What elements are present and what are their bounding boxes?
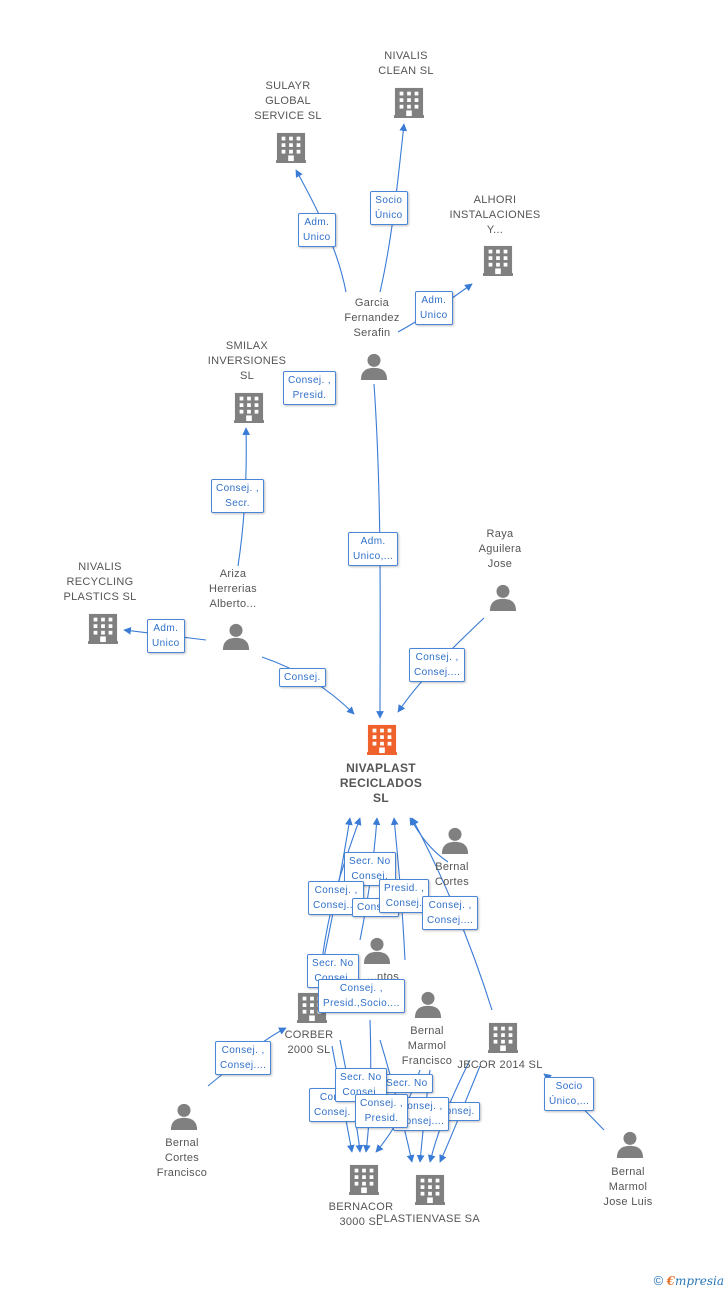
footer-brand: © €mpresia bbox=[654, 1273, 724, 1288]
edge-label-lower-1[interactable]: Cons Consej. bbox=[309, 1088, 356, 1122]
node-nivalis-clean[interactable]: NIVALIS CLEAN SL bbox=[346, 49, 466, 79]
node-label: Garcia Fernandez Serafin bbox=[344, 297, 400, 339]
copyright-symbol: © bbox=[653, 1273, 664, 1288]
node-label: ALHORI INSTALACIONES Y... bbox=[449, 194, 541, 236]
building-icon-recycling bbox=[88, 613, 118, 644]
node-label: Bernal Marmol Francisco bbox=[401, 1025, 453, 1067]
building-icon-nivalis-clean bbox=[394, 87, 424, 118]
edge-label-lower-2[interactable]: Secr. No bbox=[381, 1074, 433, 1093]
person-icon-bernal-marmol-jose-luis bbox=[616, 1131, 644, 1158]
node-alhori[interactable]: ALHORI INSTALACIONES Y... bbox=[435, 193, 555, 238]
edge-label-cluster-4[interactable]: Presid. , Consej. bbox=[379, 879, 430, 913]
edge-label-raya-nivaplast[interactable]: Consej. , Consej.... bbox=[409, 648, 466, 682]
building-icon-alhori bbox=[483, 245, 513, 276]
building-icon-bernacor bbox=[349, 1164, 379, 1195]
node-label: PLASTIENVASE SA bbox=[376, 1213, 480, 1225]
edge-label-garcia-alhori[interactable]: Adm. Unico bbox=[415, 291, 453, 325]
node-label: CORBER 2000 SL bbox=[284, 1029, 334, 1056]
edge-label-ariza-nivaplast[interactable]: Consej. bbox=[279, 668, 326, 687]
node-label: Bernal Marmol Jose Luis bbox=[603, 1166, 653, 1208]
person-icon-garcia bbox=[360, 353, 388, 380]
node-label: SULAYR GLOBAL SERVICE SL bbox=[254, 80, 322, 122]
node-raya[interactable]: Raya Aguilera Jose bbox=[440, 527, 560, 572]
node-smilax[interactable]: SMILAX INVERSIONES SL bbox=[187, 339, 307, 384]
person-icon-bernal-cortes-top bbox=[441, 827, 469, 854]
edge-label-cluster-5[interactable]: Consej. , Consej.... bbox=[422, 896, 479, 930]
node-corber[interactable]: CORBER 2000 SL bbox=[249, 1028, 369, 1058]
node-label: NIVALIS RECYCLING PLASTICS SL bbox=[63, 561, 137, 603]
node-bernal-cortes-francisco[interactable]: Bernal Cortes Francisco bbox=[122, 1136, 242, 1181]
building-icon-jbcor bbox=[488, 1022, 518, 1053]
edge-lower-8 bbox=[439, 1065, 481, 1163]
edge-label-lower-6[interactable]: Consej. , Presid. bbox=[355, 1094, 409, 1128]
building-icon-nivaplast bbox=[367, 724, 397, 755]
node-label: NIVAPLAST RECICLADOS SL bbox=[339, 761, 423, 805]
edge-label-garcia-smilax[interactable]: Consej. , Presid. bbox=[283, 371, 337, 405]
node-garcia[interactable]: Garcia Fernandez Serafin bbox=[312, 296, 432, 341]
brand-name: mpresia bbox=[674, 1274, 724, 1288]
person-icon-bernal-cortes-francisco bbox=[170, 1103, 198, 1130]
node-nivaplast[interactable]: NIVAPLAST RECICLADOS SL bbox=[321, 761, 441, 806]
edge-label-garcia-sulayr[interactable]: Adm. Unico bbox=[298, 213, 336, 247]
node-bernal-cortes-top[interactable]: Bernal Cortes bbox=[392, 860, 512, 890]
node-sulayr[interactable]: SULAYR GLOBAL SERVICE SL bbox=[228, 79, 348, 124]
node-ariza[interactable]: Ariza Herrerias Alberto... bbox=[173, 567, 293, 612]
edge-label-ariza-recycling[interactable]: Adm. Unico bbox=[147, 619, 185, 653]
node-label: SMILAX INVERSIONES SL bbox=[207, 340, 287, 382]
edge-label-garcia-nivalis-clean[interactable]: Socio Único bbox=[370, 191, 408, 225]
node-plastienvase[interactable]: PLASTIENVASE SA bbox=[368, 1212, 488, 1227]
edge-label-cluster-7[interactable]: Consej. , Presid.,Socio.... bbox=[318, 979, 405, 1013]
edge-label-ariza-smilax[interactable]: Consej. , Secr. bbox=[211, 479, 265, 513]
node-nivalis-recycling[interactable]: NIVALIS RECYCLING PLASTICS SL bbox=[40, 560, 160, 605]
node-label: Bernal Cortes Francisco bbox=[156, 1137, 208, 1179]
person-icon-raya bbox=[489, 584, 517, 611]
node-jbcor[interactable]: JBCOR 2014 SL bbox=[440, 1058, 560, 1073]
building-icon-sulayr bbox=[276, 132, 306, 163]
brand-logo-e: € bbox=[666, 1274, 675, 1288]
node-bernacor[interactable]: BERNACOR 3000 SL bbox=[301, 1200, 421, 1230]
node-label: Ariza Herrerias Alberto... bbox=[209, 568, 257, 610]
building-icon-smilax bbox=[234, 392, 264, 423]
node-label: BERNACOR 3000 SL bbox=[328, 1201, 394, 1228]
edge-label-bcf-corber[interactable]: Consej. , Consej.... bbox=[215, 1041, 272, 1075]
edge-label-bmjl-jbcor[interactable]: Socio Único,... bbox=[544, 1077, 595, 1111]
edge-label-garcia-nivaplast[interactable]: Adm. Unico,... bbox=[348, 532, 399, 566]
person-icon-bernal-marmol-francisco bbox=[414, 991, 442, 1018]
node-label: JBCOR 2014 SL bbox=[457, 1059, 543, 1071]
node-label: Bernal Cortes bbox=[434, 861, 470, 888]
node-bernal-marmol-francisco[interactable]: Bernal Marmol Francisco bbox=[367, 1024, 487, 1069]
node-bernal-marmol-jose-luis[interactable]: Bernal Marmol Jose Luis bbox=[568, 1165, 688, 1210]
person-icon-ariza bbox=[222, 623, 250, 650]
node-label: NIVALIS CLEAN SL bbox=[378, 50, 434, 77]
person-icon-middle bbox=[363, 937, 391, 964]
node-label: Raya Aguilera Jose bbox=[478, 528, 522, 570]
